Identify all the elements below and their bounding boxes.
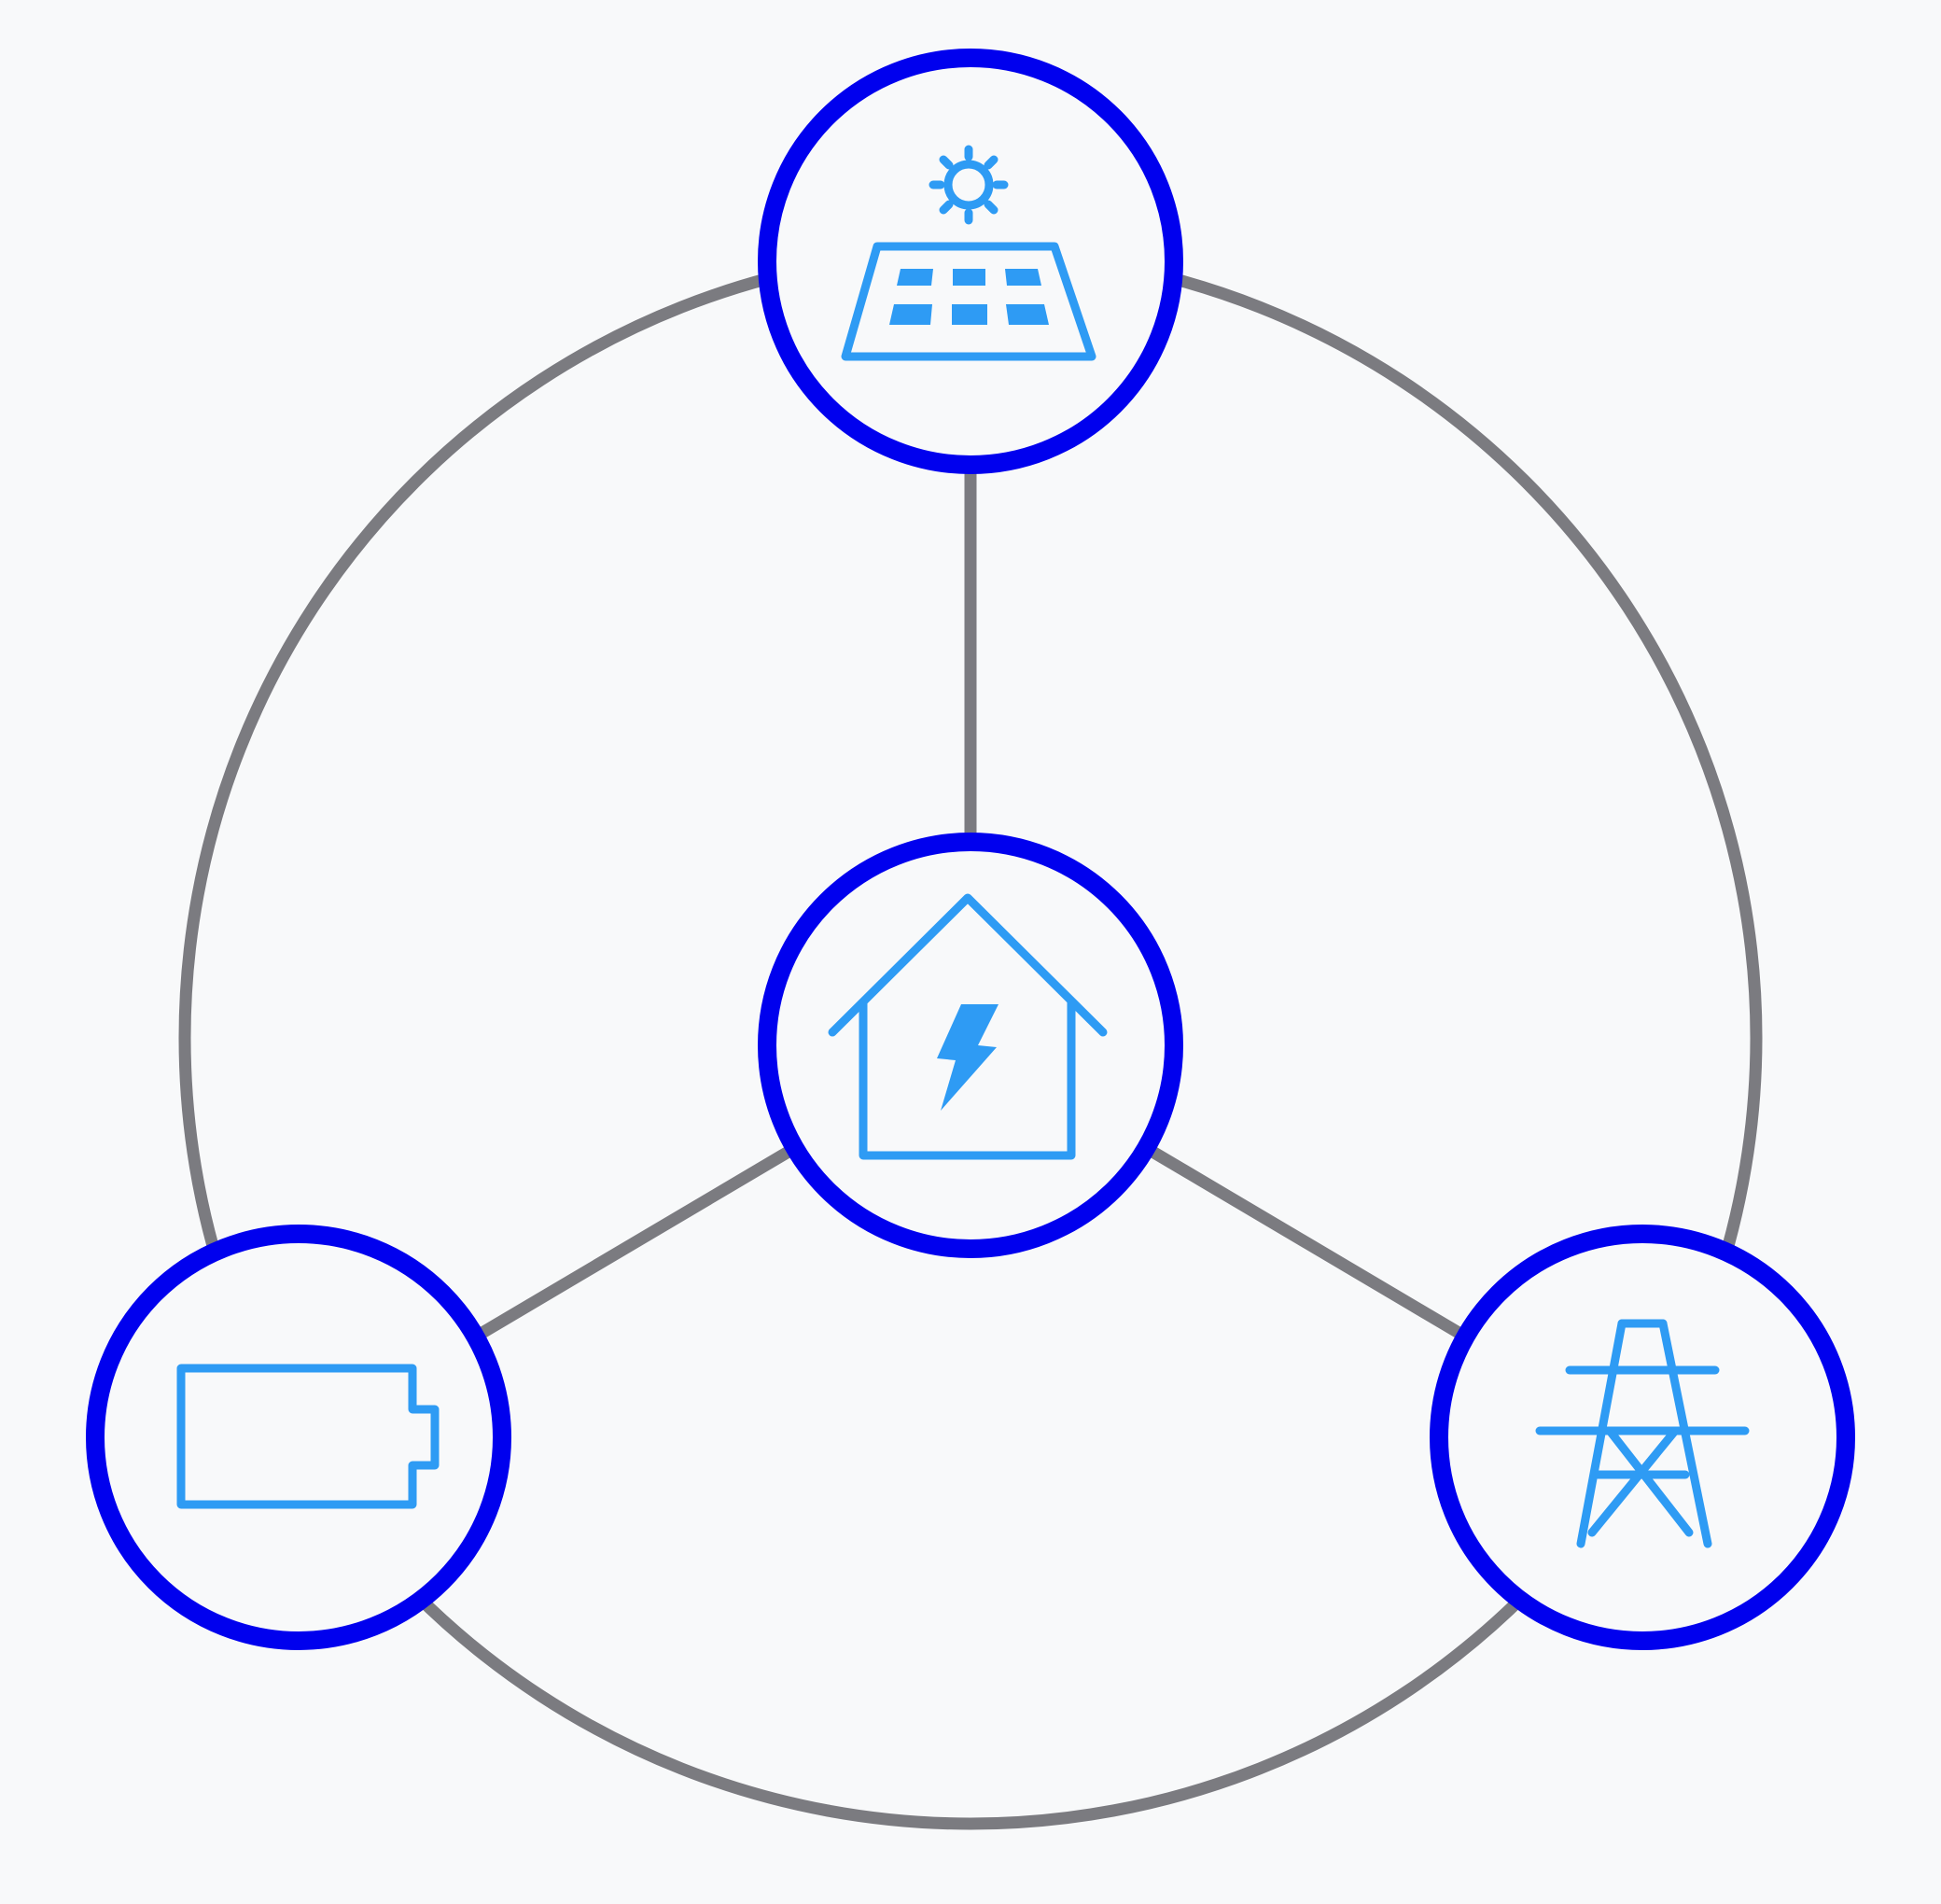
node-ring [758, 49, 1183, 474]
node-battery[interactable] [86, 1225, 511, 1650]
link-grid-home [1139, 1141, 1469, 1342]
node-ring [86, 1225, 511, 1650]
node-grid[interactable] [1430, 1225, 1855, 1650]
node-solar[interactable] [758, 49, 1183, 474]
node-ring [1430, 1225, 1855, 1650]
power-tower-icon [1535, 1319, 1750, 1548]
node-home[interactable] [758, 833, 1183, 1258]
home-energy-icon [828, 893, 1108, 1160]
link-battery-home [472, 1141, 802, 1342]
battery-icon [176, 1364, 440, 1509]
solar-panel-icon [841, 145, 1096, 361]
